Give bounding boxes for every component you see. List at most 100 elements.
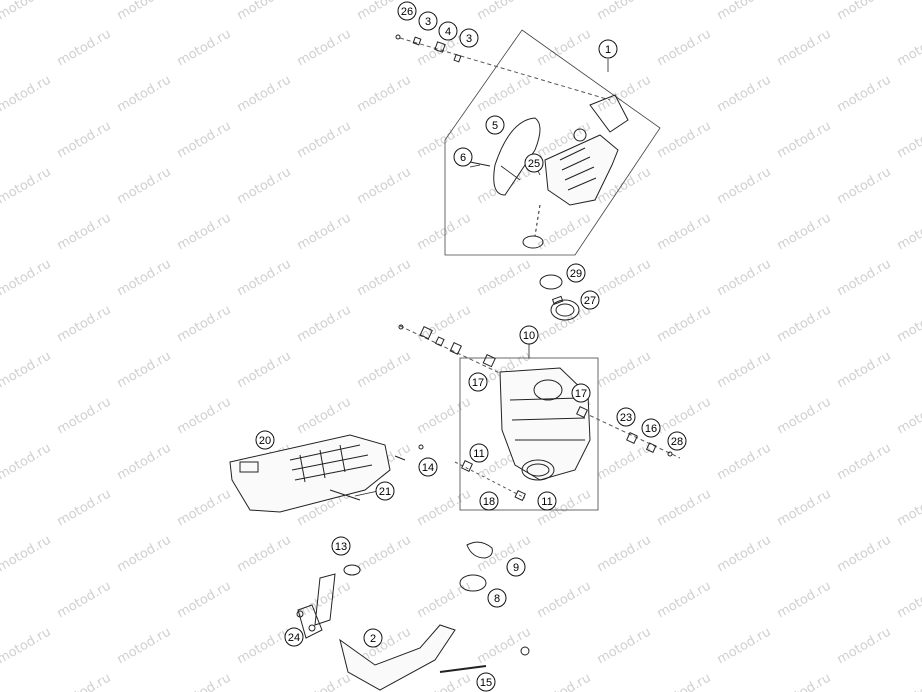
watermark-text: motod.ru	[535, 211, 594, 254]
callout-label: 2	[370, 633, 376, 645]
outlet-guide	[534, 204, 541, 237]
watermark-text: motod.ru	[295, 579, 354, 622]
muffler-bracket	[589, 94, 629, 133]
watermark-text: motod.ru	[115, 349, 174, 392]
watermark-text: motod.ru	[775, 671, 834, 692]
watermark-text: motod.ru	[235, 73, 294, 116]
callout-label: 9	[513, 562, 519, 574]
skid-bracket	[239, 461, 259, 473]
callout-circle	[566, 263, 586, 283]
callout-circle	[418, 457, 438, 477]
callout-circle	[580, 290, 600, 310]
callout-27: 27	[580, 290, 600, 310]
watermark-text: motod.ru	[355, 533, 414, 576]
watermark-text: motod.ru	[535, 671, 594, 692]
callout-label: 11	[473, 448, 484, 460]
watermark-text: motod.ru	[235, 533, 294, 576]
callout-26: 26	[397, 1, 417, 21]
watermark-text: motod.ru	[0, 73, 54, 116]
callout-label: 27	[584, 295, 596, 307]
callout-circle	[468, 372, 488, 392]
muffler-body	[544, 134, 619, 206]
header-pipe-2	[339, 624, 456, 691]
watermark-text: motod.ru	[715, 165, 774, 208]
callout-14: 14	[418, 457, 438, 477]
callout-circle	[363, 628, 383, 648]
watermark-text: motod.ru	[655, 487, 714, 530]
callout-label: 28	[671, 436, 683, 448]
header-gasket-13	[343, 564, 361, 576]
watermark-text: motod.ru	[295, 395, 354, 438]
callout-circle	[485, 115, 505, 135]
callout-16: 16	[641, 418, 661, 438]
watermark-text: motod.ru	[235, 165, 294, 208]
watermark-text: motod.ru	[595, 441, 654, 484]
callout-23: 23	[616, 407, 636, 427]
callout-label: 13	[335, 541, 347, 553]
callout-label: 25	[528, 158, 540, 170]
skid-plate	[229, 434, 391, 513]
watermark-text: motod.ru	[115, 73, 174, 116]
watermark-text: motod.ru	[355, 73, 414, 116]
screw-head-right	[667, 451, 673, 457]
muffler-clamp	[573, 128, 587, 142]
watermark-text: motod.ru	[715, 257, 774, 300]
bushing-right-1	[576, 406, 588, 418]
sensor-plug	[520, 646, 530, 656]
watermark-text: motod.ru	[295, 211, 354, 254]
watermark-text: motod.ru	[655, 671, 714, 692]
screw-14	[418, 444, 424, 450]
callout-24: 24	[284, 627, 304, 647]
watermark-text: motod.ru	[535, 27, 594, 70]
watermark-text: motod.ru	[115, 441, 174, 484]
silencer-outlet	[521, 459, 555, 481]
watermark-text: motod.ru	[895, 119, 922, 162]
watermark-text: motod.ru	[55, 487, 114, 530]
callout-label: 3	[425, 16, 431, 28]
callout-label: 18	[483, 496, 495, 508]
watermark-text: motod.ru	[715, 625, 774, 668]
callout-17: 17	[571, 383, 591, 403]
callout-label: 11	[541, 496, 552, 508]
callout-circle	[487, 588, 507, 608]
callout-circle	[598, 39, 618, 59]
watermark-text: motod.ru	[55, 579, 114, 622]
callout-label: 3	[466, 33, 472, 45]
header-pipe-front	[297, 573, 336, 639]
watermark-text: motod.ru	[775, 303, 834, 346]
callout-circle	[459, 28, 479, 48]
callout-label: 8	[494, 593, 500, 605]
watermark-text: motod.ru	[175, 487, 234, 530]
callout-circle	[418, 11, 438, 31]
watermark-text: motod.ru	[595, 349, 654, 392]
callout-circle	[571, 383, 591, 403]
watermark-text: motod.ru	[475, 625, 534, 668]
watermark-text: motod.ru	[115, 165, 174, 208]
bushing-mid-1	[419, 326, 433, 340]
callout-label: 26	[401, 6, 413, 18]
watermark-text: motod.ru	[775, 27, 834, 70]
callout-label: 17	[575, 388, 587, 400]
watermark-text: motod.ru	[415, 211, 474, 254]
watermark-text: motod.ru	[0, 0, 54, 23]
watermark-text: motod.ru	[0, 625, 54, 668]
watermark-text: motod.ru	[475, 73, 534, 116]
watermark-text: motod.ru	[175, 119, 234, 162]
watermark-text: motod.ru	[835, 0, 894, 23]
watermark-text: motod.ru	[55, 119, 114, 162]
watermark-text: motod.ru	[0, 349, 54, 392]
watermark-text: motod.ru	[835, 533, 894, 576]
callout-circle	[453, 147, 473, 167]
watermark-text: motod.ru	[175, 395, 234, 438]
callout-label: 15	[480, 677, 492, 689]
callout-20: 20	[255, 430, 275, 450]
bushing-mid-2	[434, 336, 445, 347]
callout-13: 13	[331, 536, 351, 556]
watermark-text: motod.ru	[415, 671, 474, 692]
callout-label: 21	[379, 486, 391, 498]
watermark-text: motod.ru	[295, 27, 354, 70]
watermark-text: motod.ru	[55, 211, 114, 254]
callout-29: 29	[566, 263, 586, 283]
lambda-sensor	[439, 665, 487, 673]
watermark-text: motod.ru	[595, 257, 654, 300]
